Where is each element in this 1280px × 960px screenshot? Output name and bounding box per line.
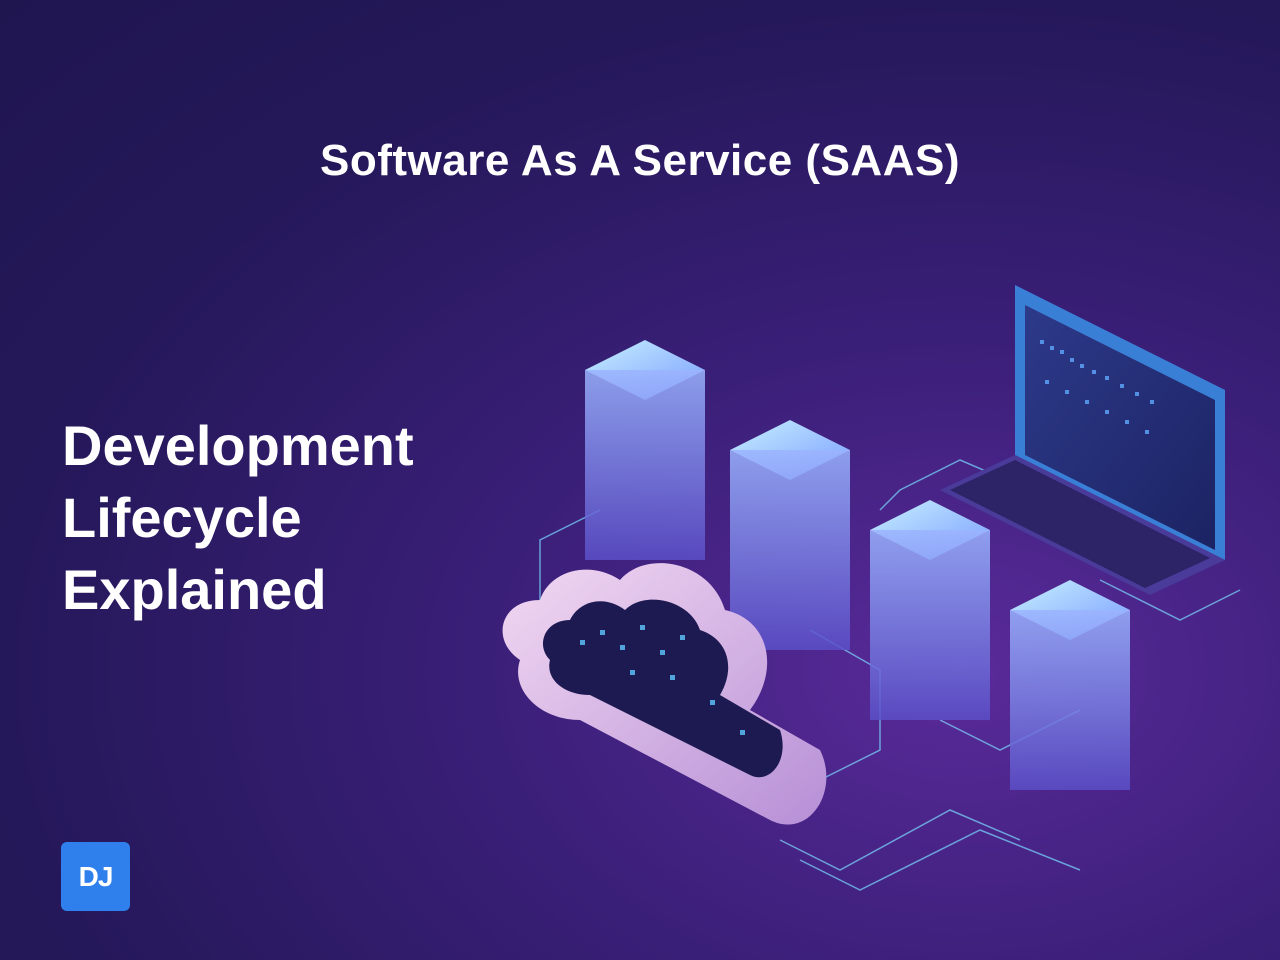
cloud-icon bbox=[502, 563, 827, 825]
page-title: Software As A Service (SAAS) bbox=[320, 136, 960, 185]
saas-illustration bbox=[502, 285, 1241, 891]
subtitle-line-1: Development bbox=[62, 414, 414, 477]
letter-s-left bbox=[585, 340, 705, 560]
letter-s-right bbox=[1010, 580, 1130, 790]
isometric-letters-saas bbox=[585, 340, 1130, 790]
letter-a-first bbox=[730, 420, 850, 650]
subtitle-line-2: Lifecycle bbox=[62, 486, 302, 549]
letter-a-second bbox=[870, 500, 990, 720]
laptop-icon bbox=[940, 285, 1225, 595]
subtitle-line-3: Explained bbox=[62, 558, 327, 621]
dj-logo: DJ bbox=[61, 842, 130, 911]
subtitle: Development Lifecycle Explained bbox=[62, 410, 414, 626]
